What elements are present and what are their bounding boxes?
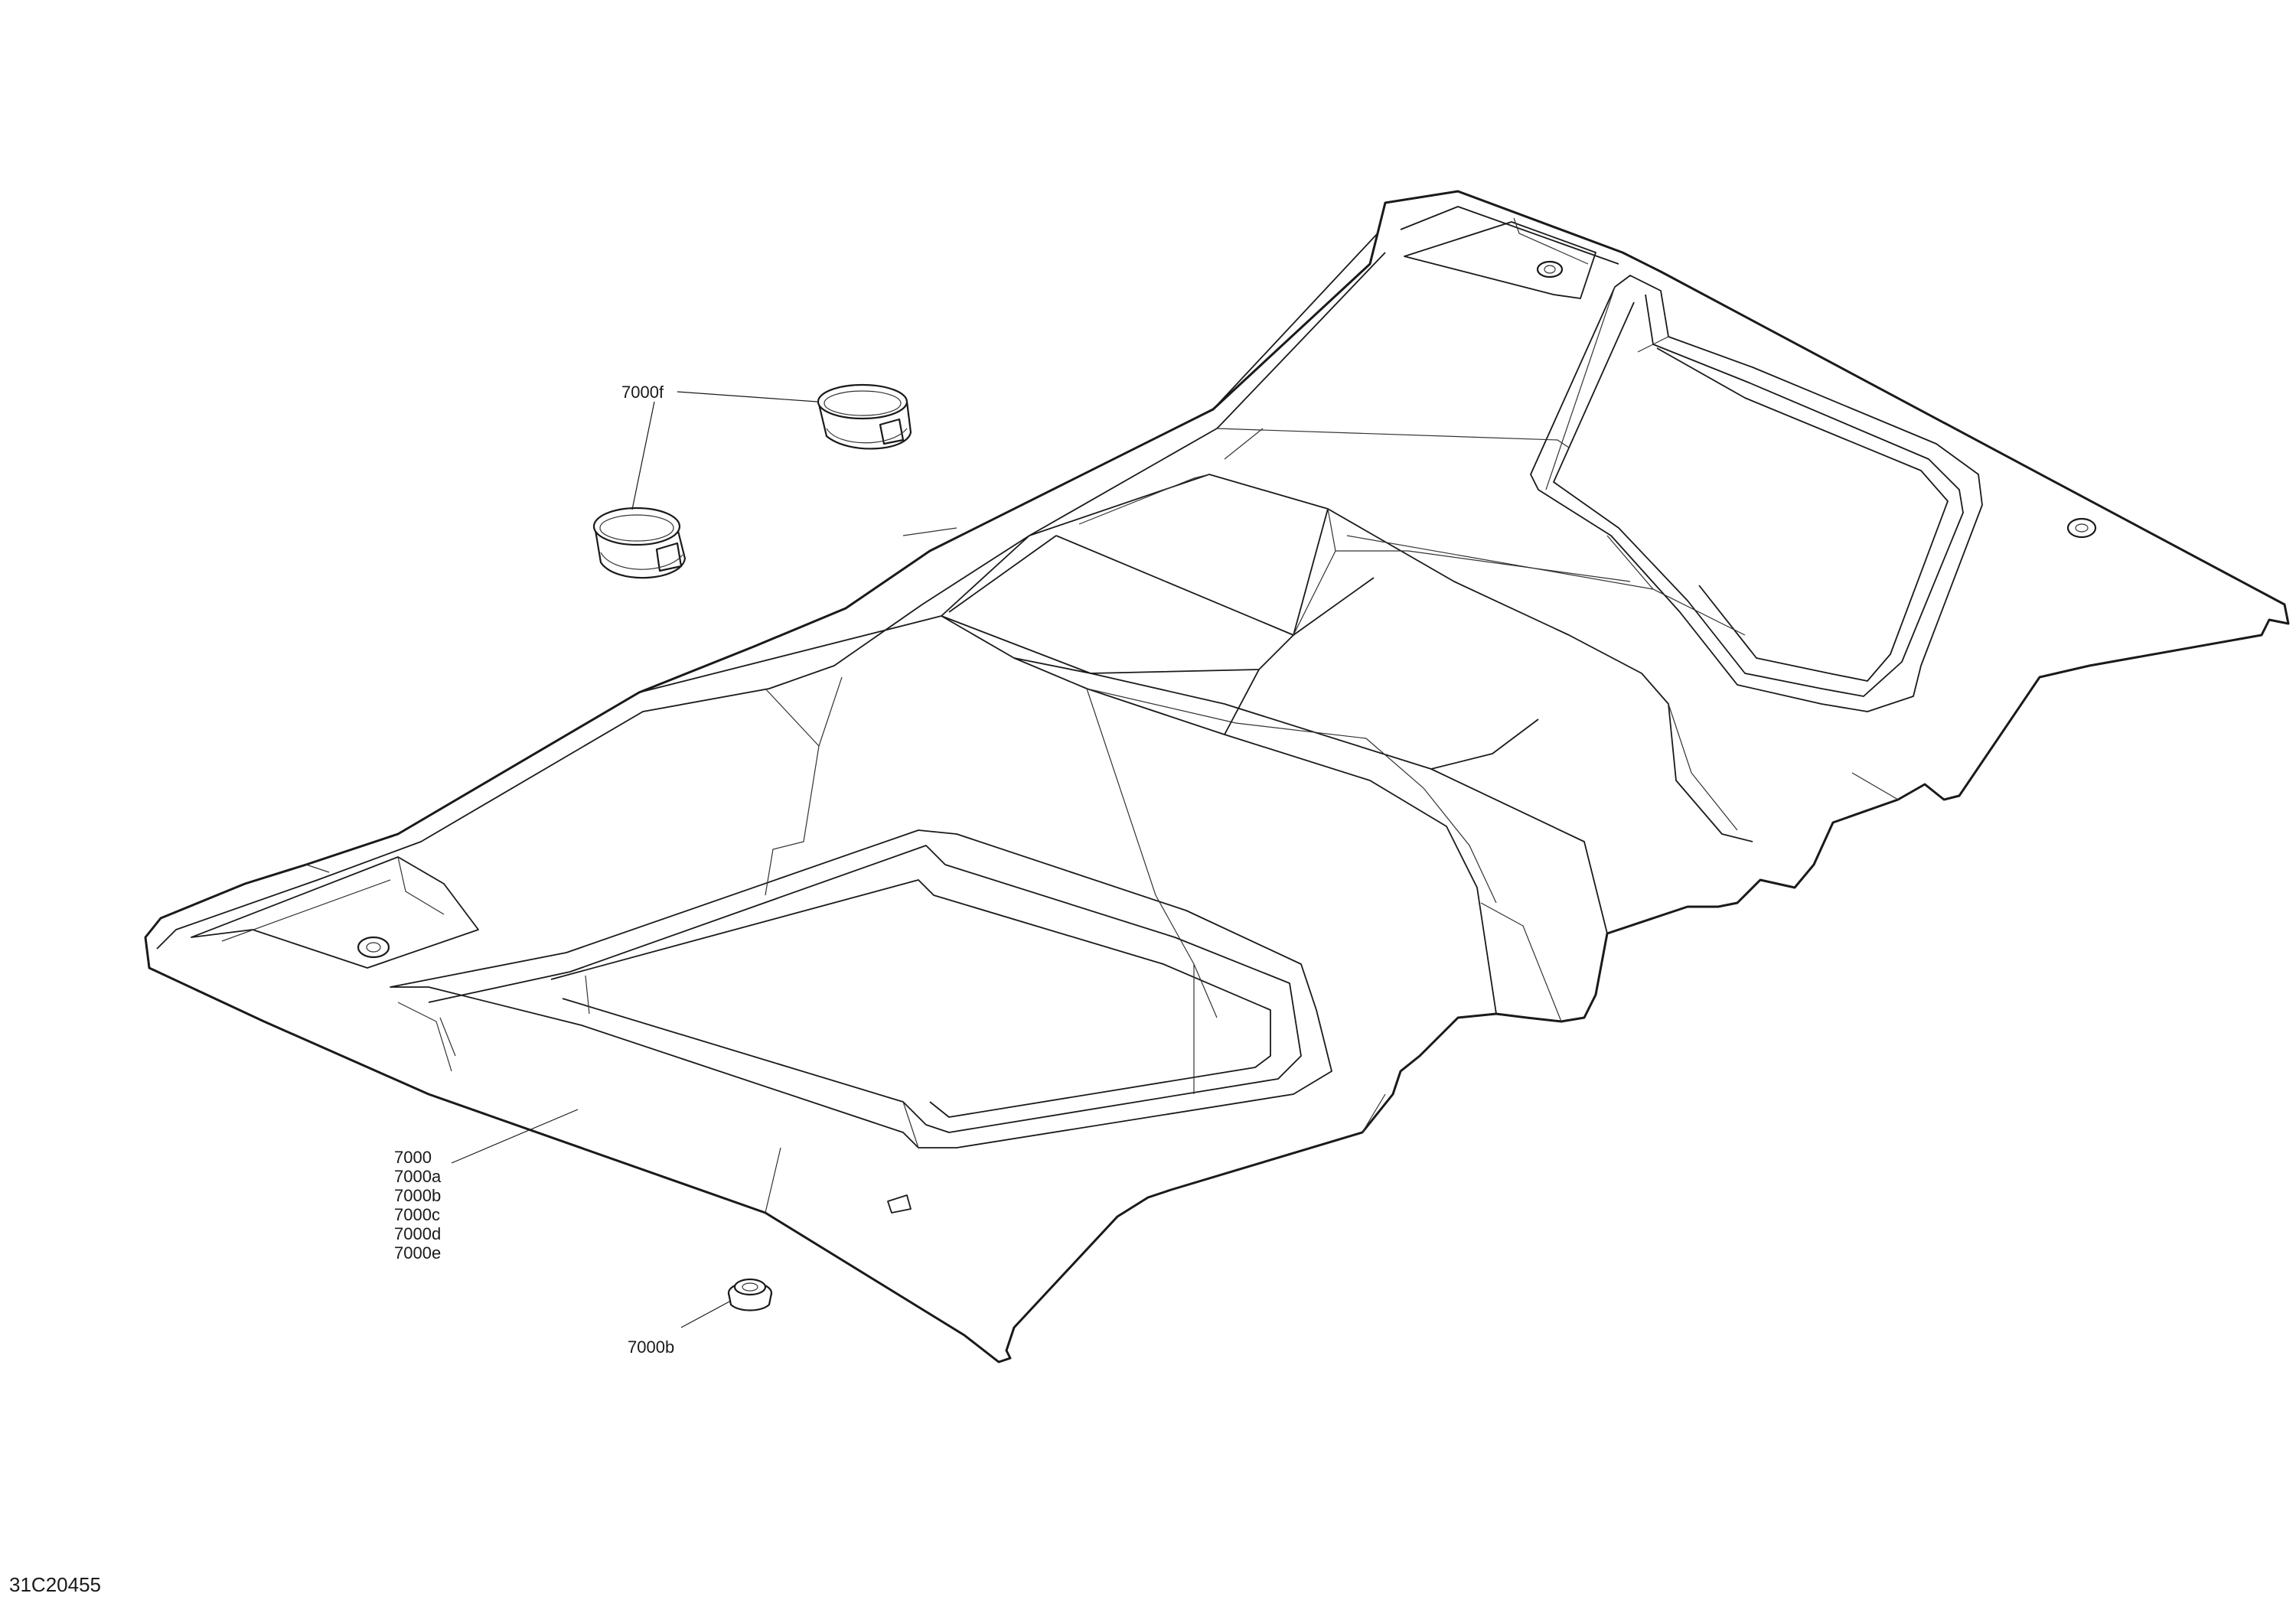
front-tab-hole-left [357,936,390,959]
clamp-upper [817,383,912,450]
callout-roof-panel-3: 7000c [394,1205,440,1224]
drawing-number: 31C20455 [9,1573,101,1596]
rear-tab-top [1404,221,1596,299]
callout-roof-panel-5: 7000e [394,1243,441,1263]
callout-roof-panel-2: 7000b [394,1186,441,1205]
roof-panel [144,190,2290,1364]
rear-tab-hole-top [1536,260,1564,279]
callout-roof-panel-0: 7000 [394,1148,432,1167]
callout-fastener: 7000b [628,1337,674,1357]
right-window-inner [1553,294,1964,697]
central-ridge [638,474,1753,842]
side-hole-right [2066,517,2097,539]
surface-lines [439,428,1899,1214]
leader-fastener [680,1300,732,1328]
ridge-segments [948,535,1539,770]
right-window-outer [1530,275,1983,712]
leader-clamp-lower [631,401,655,510]
leader-lines [451,391,818,1328]
front-slot [887,1194,912,1214]
fastener [727,1278,773,1311]
leader-clamp-upper [677,391,818,402]
callout-labels: 7000f 7000 7000a 7000b 7000c 7000d 7000e… [9,383,674,1596]
clamp-lower [592,507,687,579]
callout-roof-panel-4: 7000d [394,1224,441,1243]
left-rim-edge [156,233,1386,950]
left-window-outer [390,829,1332,1148]
left-window-inner [428,845,1302,1133]
callout-clamp: 7000f [621,383,664,402]
callout-roof-panel-1: 7000a [394,1167,442,1186]
front-tab-left [191,856,479,969]
leader-roof-panel [451,1109,579,1164]
roof-panel-outline [144,190,2290,1364]
